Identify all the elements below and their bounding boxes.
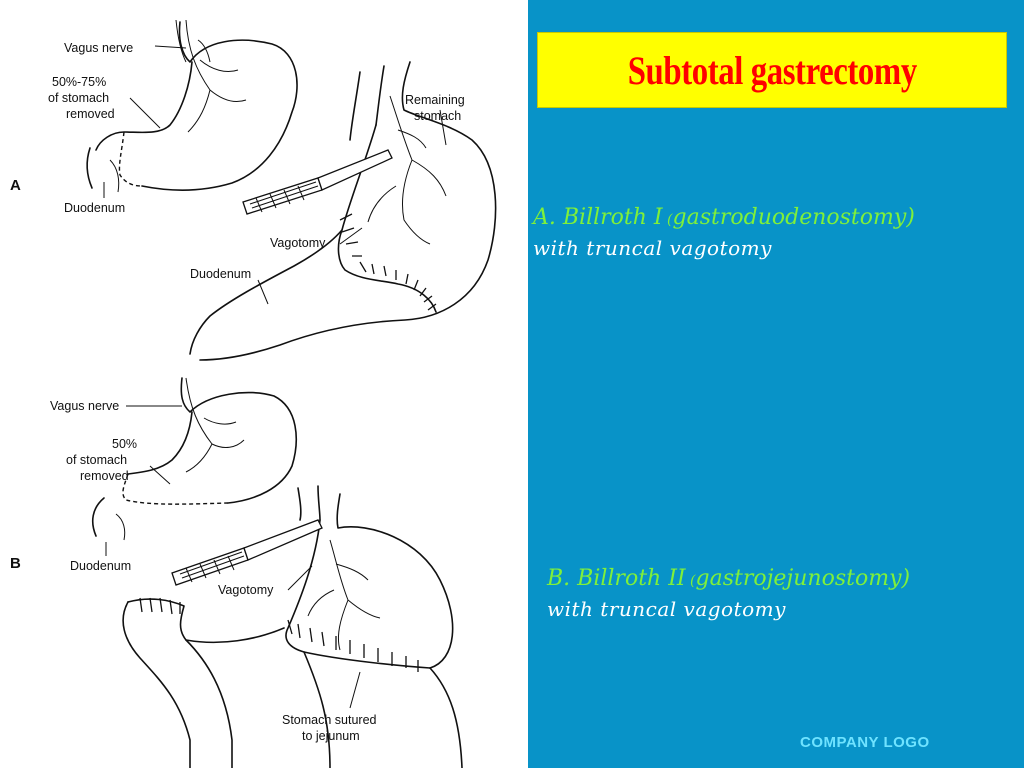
illustration-drawing: A Vagus nerve 50%-75% of stomach removed… bbox=[10, 19, 497, 768]
company-logo: COMPANY LOGO bbox=[800, 734, 930, 751]
panel-a-remaining-line2: stomach bbox=[414, 109, 461, 123]
scalpel-b bbox=[171, 519, 323, 586]
caption-billroth-i-line1: A. Billroth I (gastroduodenostomy) bbox=[533, 204, 915, 234]
panel-b-sutured-line1: Stomach sutured bbox=[282, 713, 377, 727]
slide-title: Subtotal gastrectomy bbox=[627, 47, 917, 93]
panel-b-removed-line2: of stomach bbox=[66, 453, 127, 467]
title-box: Subtotal gastrectomy bbox=[537, 32, 1007, 108]
scalpel-a bbox=[242, 149, 393, 215]
caption-billroth-ii-label: B. Billroth II bbox=[547, 566, 686, 591]
caption-billroth-i-label: A. Billroth I bbox=[533, 205, 663, 230]
caption-billroth-ii-line1: B. Billroth II (gastrojejunostomy) bbox=[547, 565, 910, 595]
panel-a-removed-line1: 50%-75% bbox=[52, 75, 106, 89]
caption-billroth-ii-procedure: gastrojejunostomy) bbox=[695, 566, 911, 591]
caption-billroth-i-subline: with truncal vagotomy bbox=[533, 236, 772, 260]
panel-b-sutured-line2: to jejunum bbox=[302, 729, 360, 743]
panel-a-duodenum-label: Duodenum bbox=[64, 201, 125, 215]
panel-b-removed-line3: removed bbox=[80, 469, 129, 483]
panel-b-letter: B bbox=[10, 555, 21, 572]
caption-billroth-i-paren: ( bbox=[662, 212, 673, 228]
panel-b-vagotomy-label: Vagotomy bbox=[218, 583, 274, 597]
panel-a-letter: A bbox=[10, 177, 21, 194]
caption-billroth-ii-subline: with truncal vagotomy bbox=[547, 597, 786, 621]
panel-a-vagus-nerve-label: Vagus nerve bbox=[64, 41, 133, 55]
panel-a-vagotomy-label: Vagotomy bbox=[270, 236, 326, 250]
caption-billroth-i: A. Billroth I (gastroduodenostomy) with … bbox=[533, 204, 915, 262]
panel-b-duodenum-label: Duodenum bbox=[70, 559, 131, 573]
panel-b-removed-line1: 50% bbox=[112, 437, 137, 451]
gastrectomy-illustration: A Vagus nerve 50%-75% of stomach removed… bbox=[0, 0, 528, 768]
panel-a-removed-line3: removed bbox=[66, 107, 115, 121]
caption-billroth-ii-paren: ( bbox=[685, 573, 696, 589]
caption-billroth-ii: B. Billroth II (gastrojejunostomy) with … bbox=[547, 565, 910, 623]
panel-a-drawing bbox=[86, 19, 497, 361]
panel-a-duodenum-2-label: Duodenum bbox=[190, 267, 251, 281]
panel-b-drawing bbox=[91, 377, 463, 768]
caption-billroth-i-procedure: gastroduodenostomy) bbox=[672, 205, 915, 230]
panel-a-removed-line2: of stomach bbox=[48, 91, 109, 105]
panel-b-vagus-nerve-label: Vagus nerve bbox=[50, 399, 119, 413]
panel-a-remaining-line1: Remaining bbox=[405, 93, 465, 107]
